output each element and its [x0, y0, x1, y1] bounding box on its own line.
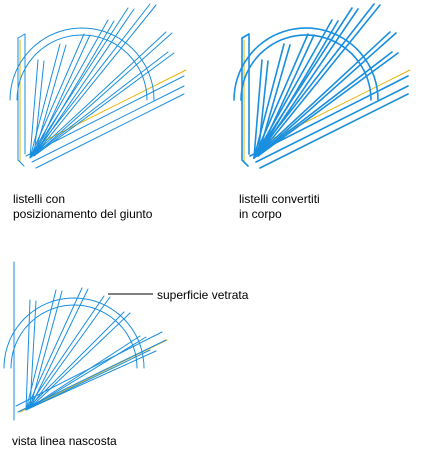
side-rail-outer [241, 37, 249, 167]
radial-muntin-line [29, 7, 129, 159]
radial-muntin-line [29, 43, 61, 159]
radial-muntin-line [33, 32, 173, 157]
figure-hidden-line-view [3, 261, 168, 421]
radial-muntin-line [253, 43, 285, 159]
radial-muntin-line [33, 4, 157, 157]
radial-muntin-line [25, 335, 141, 411]
callout-label-glazing-surface: superficie vetrata [157, 288, 249, 302]
arch-muntin-inner [240, 34, 372, 101]
radial-muntin-line [29, 336, 147, 409]
radial-muntin-line [33, 60, 45, 157]
radial-muntin-line [257, 32, 397, 157]
radial-muntin-line [257, 60, 269, 157]
radial-muntin-line [33, 20, 115, 157]
radial-muntin-line [29, 59, 39, 159]
radial-muntin-line [25, 289, 57, 411]
bottom-rail-line [35, 93, 185, 169]
radial-muntin-line [257, 20, 339, 157]
radial-muntin-line [33, 52, 175, 157]
bottom-rail-line [259, 93, 409, 169]
radial-muntin-line [29, 3, 151, 159]
arch-muntin-inner [16, 34, 148, 101]
radial-muntin-line [29, 296, 111, 409]
arch-muntin-outer [3, 297, 145, 369]
side-rail-outer [17, 37, 25, 167]
bottom-rail-line [255, 85, 409, 163]
radial-muntin-line [257, 4, 381, 157]
radial-muntin-line [253, 7, 353, 159]
arch-muntin-inner [10, 304, 138, 369]
radial-muntin-line [253, 51, 393, 159]
radial-muntin-line [25, 299, 31, 411]
arch-muntin-outer [9, 27, 155, 101]
frame-diagonal-line [37, 69, 187, 145]
arch-muntin-outer [233, 27, 379, 101]
bottom-rail-line [31, 85, 185, 163]
radial-muntin-line [25, 295, 105, 411]
radial-muntin-line [29, 350, 157, 409]
figure-converted-to-body [233, 3, 411, 169]
radial-muntin-line [29, 51, 169, 159]
figure-joint-positioning [9, 3, 187, 169]
radial-muntin-line [253, 19, 333, 159]
radial-muntin-line [33, 34, 91, 157]
frame-diagonal-line [261, 69, 411, 145]
caption-hidden-line-view: vista linea nascosta [12, 434, 117, 448]
radial-muntin-line [253, 33, 309, 159]
caption-converted-to-body: listelli convertiti in corpo [239, 192, 320, 221]
radial-muntin-line [29, 31, 167, 159]
radial-muntin-line [253, 3, 375, 159]
caption-joint-positioning: listelli con posizionamento del giunto [13, 192, 153, 221]
radial-muntin-line [29, 33, 85, 159]
radial-muntin-line [29, 19, 109, 159]
side-rail-cap [17, 33, 26, 39]
radial-muntin-line [29, 312, 131, 409]
radial-muntin-line [29, 288, 89, 409]
radial-muntin-line [25, 287, 83, 411]
side-rail-cap [241, 33, 250, 39]
radial-muntin-line [257, 52, 399, 157]
radial-muntin-line [253, 59, 263, 159]
radial-muntin-line [25, 311, 125, 411]
radial-muntin-line [253, 31, 391, 159]
